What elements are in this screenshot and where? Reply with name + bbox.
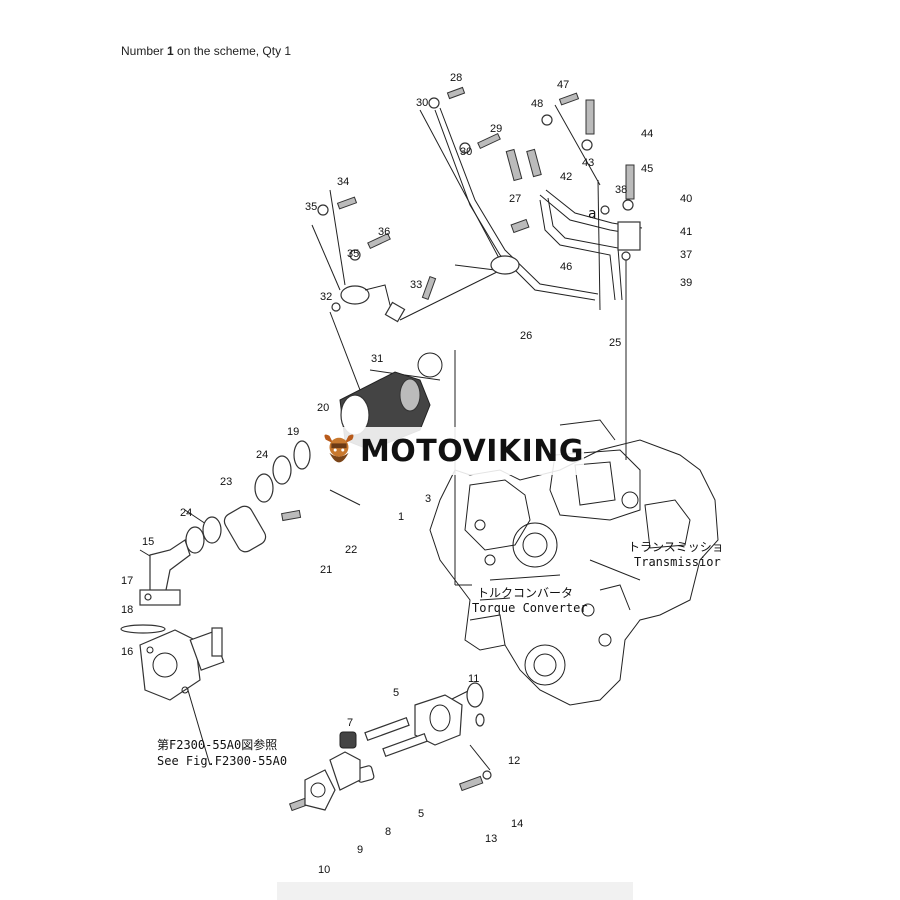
- main-pump: [139, 627, 225, 701]
- part-label-11: 11: [468, 673, 479, 685]
- caption-prefix: Number: [121, 44, 168, 58]
- part-label-46: 46: [560, 261, 572, 273]
- watermark-brand: MOTOVIKING: [359, 433, 584, 469]
- part-label-31: 31: [371, 353, 383, 365]
- part-label-37: 37: [680, 249, 692, 261]
- watermark-banner: MOTOVIKING: [316, 427, 584, 475]
- part-label-30a: 30: [416, 97, 428, 109]
- part-label-38: 38: [615, 184, 627, 196]
- part-label-30b: 30: [460, 146, 472, 158]
- part-label-10: 10: [318, 864, 330, 876]
- part-label-16: 16: [121, 646, 133, 658]
- part-label-33: 33: [410, 279, 422, 291]
- part-label-32: 32: [320, 291, 332, 303]
- part-label-27: 27: [509, 193, 521, 205]
- part-label-21: 21: [320, 564, 332, 576]
- part-label-34: 34: [337, 176, 349, 188]
- part-label-28: 28: [450, 72, 462, 84]
- torque-en-label: Torque Converter: [472, 601, 588, 615]
- part-labels: 1 3 5 5 7 8 9 10 11 12 13 14 15 16 17 18…: [121, 72, 692, 876]
- transmission-en-label: Transmissior: [634, 555, 721, 569]
- part-label-14: 14: [511, 818, 523, 830]
- part-label-42: 42: [560, 171, 572, 183]
- oil-pipes: [340, 107, 643, 323]
- part-label-15: 15: [142, 536, 154, 548]
- annotations: a トランスミッショ Transmissior トルクコンバータ Torque …: [157, 206, 724, 768]
- part-label-25: 25: [609, 337, 621, 349]
- part-label-43: 43: [582, 157, 594, 169]
- part-label-1: 1: [398, 511, 404, 523]
- part-label-24a: 24: [256, 449, 268, 461]
- bolts: [281, 86, 635, 812]
- part-label-17: 17: [121, 575, 133, 587]
- part-label-44: 44: [641, 128, 653, 140]
- part-label-36: 36: [378, 226, 390, 238]
- see-fig-jp-label: 第F2300-55A0図参照: [157, 737, 277, 752]
- part-label-9: 9: [357, 844, 363, 856]
- part-label-35b: 35: [347, 248, 359, 260]
- lower-pump: [304, 682, 485, 811]
- part-label-39: 39: [680, 277, 692, 289]
- caption-number: 1: [167, 44, 174, 58]
- part-label-18: 18: [121, 604, 133, 616]
- part-label-23: 23: [220, 476, 232, 488]
- part-label-48: 48: [531, 98, 543, 110]
- caption-suffix: on the scheme, Qty 1: [173, 44, 292, 58]
- suction-parts: [120, 440, 311, 634]
- part-label-5b: 5: [418, 808, 424, 820]
- part-label-26: 26: [520, 330, 532, 342]
- part-label-12: 12: [508, 755, 520, 767]
- part-label-5a: 5: [393, 687, 399, 699]
- part-label-3: 3: [425, 493, 431, 505]
- part-label-29: 29: [490, 123, 502, 135]
- part-label-47: 47: [557, 79, 569, 91]
- viking-logo-icon: [324, 434, 354, 463]
- scheme-caption: Number 1 on the scheme, Qty 1: [121, 44, 291, 58]
- part-label-22: 22: [345, 544, 357, 556]
- part-label-20: 20: [317, 402, 329, 414]
- part-label-35a: 35: [305, 201, 317, 213]
- part-label-45: 45: [641, 163, 653, 175]
- part-label-8: 8: [385, 826, 391, 838]
- transmission-housing: [429, 419, 719, 706]
- part-label-13: 13: [485, 833, 497, 845]
- part-label-41: 41: [680, 226, 692, 238]
- see-fig-en-label: See Fig.F2300-55A0: [157, 754, 287, 768]
- part-label-19: 19: [287, 426, 299, 438]
- marker-a: a: [588, 206, 596, 222]
- transmission-jp-label: トランスミッショ: [628, 540, 724, 554]
- bottom-band: [277, 882, 633, 900]
- part-label-24b: 24: [180, 507, 192, 519]
- torque-jp-label: トルクコンバータ: [477, 586, 573, 600]
- part-label-40: 40: [680, 193, 692, 205]
- part-label-7: 7: [347, 717, 353, 729]
